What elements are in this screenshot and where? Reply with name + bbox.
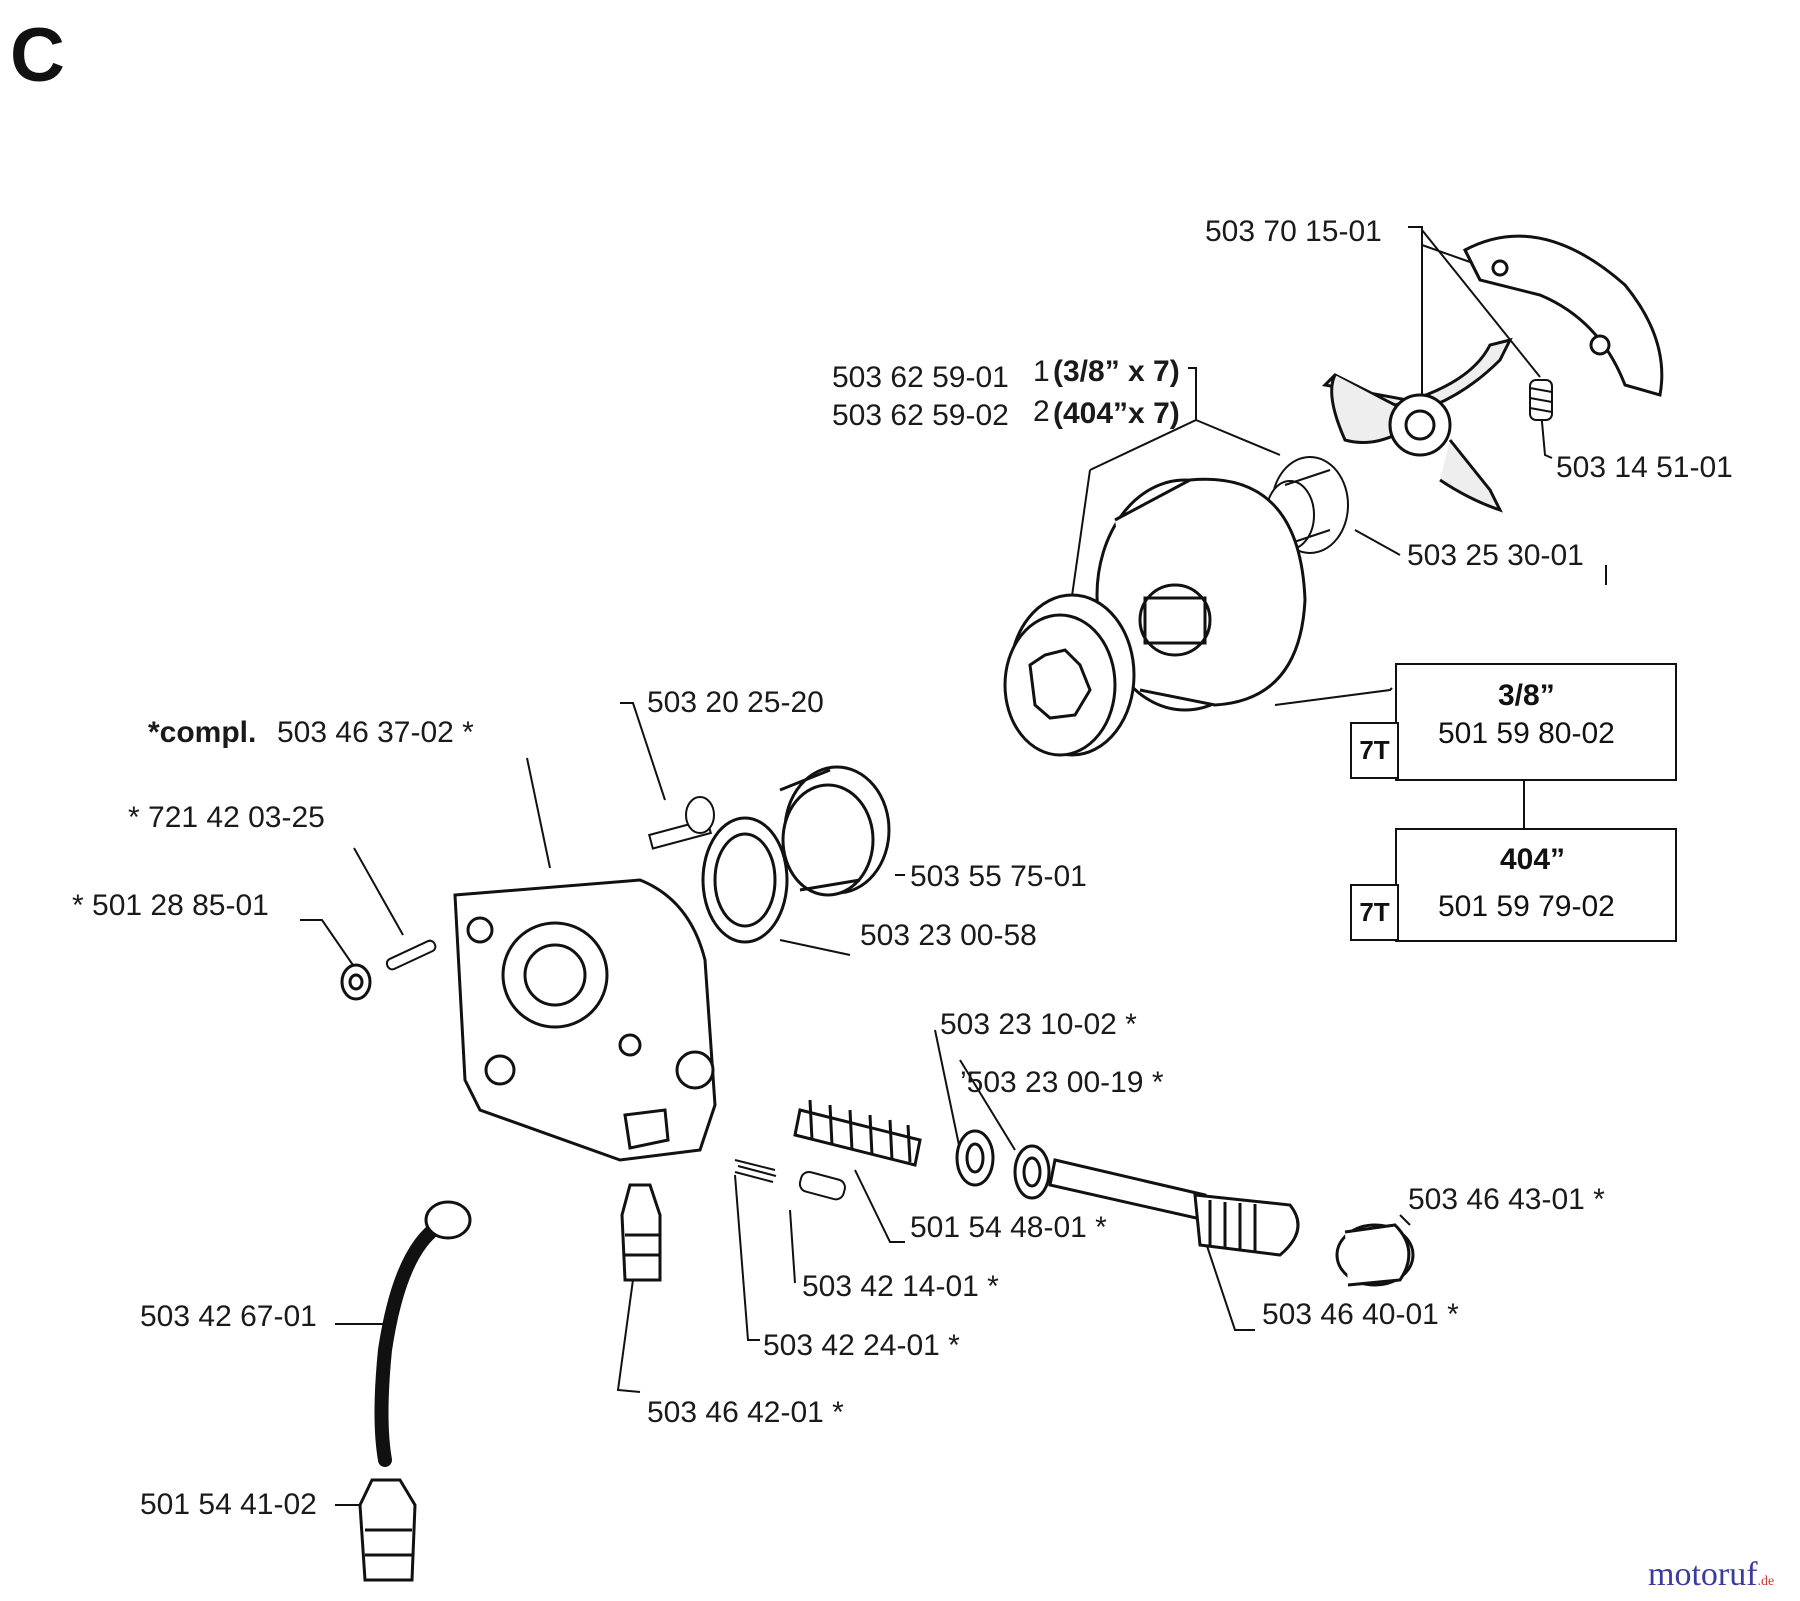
label-washer-23-00-19: ’503 23 00-19 *	[960, 1066, 1164, 1099]
leader-washer-23-10	[934, 1029, 961, 1151]
sprocket-table-404	[1395, 828, 1677, 942]
label-end-cap: 503 46 43-01 *	[1408, 1183, 1605, 1216]
label-compl-number: 503 46 37-02 *	[277, 716, 474, 749]
oil-filter-part	[358, 1478, 417, 1582]
sprocket-teeth-3-8: 7T	[1350, 722, 1399, 779]
leader-pin	[353, 847, 404, 936]
washer-23-00-19-part	[1013, 1144, 1051, 1200]
washer-23-10-part	[955, 1129, 995, 1187]
label-needle-bearing: 503 25 30-01	[1407, 539, 1584, 572]
label-drum-3-8: 503 62 59-01	[832, 361, 1009, 394]
label-small-washer: * 501 28 85-01	[72, 889, 269, 922]
label-drum-404-index: 2	[1033, 395, 1050, 428]
pin-part	[385, 939, 437, 971]
screw-part	[647, 796, 715, 850]
leader-cap	[1399, 1214, 1411, 1226]
hose-grommet-part	[424, 1200, 472, 1240]
sprocket-pitch-3-8: 3/8”	[1498, 679, 1555, 712]
pump-housing-part	[453, 878, 717, 1162]
label-pump-shaft: 503 46 40-01 *	[1262, 1298, 1459, 1331]
label-drum-404: 503 62 59-02	[832, 399, 1009, 432]
leader-rim	[1274, 687, 1393, 706]
label-drum-3-8-index: 1	[1033, 355, 1050, 388]
oil-hose-part	[374, 1218, 447, 1467]
worm-gear-part	[779, 765, 891, 897]
label-washer-23-10: 503 23 10-02 *	[940, 1008, 1137, 1041]
label-compl-prefix: *compl.	[148, 716, 257, 749]
coil-spring-part	[793, 1099, 922, 1167]
label-clutch-spring: 503 14 51-01	[1556, 451, 1733, 484]
clutch-shoe-part	[1321, 234, 1664, 513]
leader-screw	[620, 702, 666, 801]
label-coil-spring: 501 54 48-01 *	[910, 1211, 1107, 1244]
end-cap-part	[1335, 1223, 1415, 1287]
label-small-spring: 503 42 24-01 *	[763, 1329, 960, 1362]
sprocket-pitch-404: 404”	[1500, 843, 1566, 876]
leader-spring-54	[854, 1169, 905, 1243]
sprocket-part-3-8: 501 59 80-02	[1438, 717, 1615, 750]
sprocket-part-404: 501 59 79-02	[1438, 890, 1615, 923]
label-thrust-washer: 503 23 00-58	[860, 919, 1037, 952]
leader-shoe	[1408, 226, 1541, 395]
leader-bearing	[1354, 529, 1401, 556]
nipple-part	[620, 1183, 662, 1282]
leader-compl	[526, 757, 551, 869]
label-screw: 503 20 25-20	[647, 686, 824, 719]
rim-sprocket-part	[1003, 593, 1136, 757]
sprocket-teeth-404: 7T	[1350, 884, 1399, 941]
label-worm-gear: 503 55 75-01	[910, 860, 1087, 893]
label-oil-filter: 501 54 41-02	[140, 1488, 317, 1521]
small-washer-part	[340, 963, 372, 1001]
leader-shaft	[1204, 1239, 1255, 1331]
label-nipple: 503 46 42-01 *	[647, 1396, 844, 1429]
thrust-washer-part	[701, 816, 789, 944]
pump-shaft-part	[1048, 1158, 1300, 1257]
section-letter: C	[10, 13, 65, 98]
leader-washer-23-00-19	[959, 1059, 1016, 1151]
leader-washer-58	[779, 939, 851, 956]
clutch-drum-part	[1095, 477, 1307, 712]
watermark-logo: motoruf.de	[1648, 1556, 1775, 1593]
label-piston: 503 42 14-01 *	[802, 1270, 999, 1303]
sprocket-table-3-8	[1395, 663, 1677, 781]
piston-part	[798, 1170, 846, 1201]
clutch-spring-part	[1529, 379, 1553, 421]
label-clutch-shoe: 503 70 15-01	[1205, 215, 1382, 248]
label-pin: * 721 42 03-25	[128, 801, 325, 834]
leader-spring-42-24	[734, 1174, 760, 1341]
leader-piston	[789, 1209, 796, 1284]
label-oil-hose: 503 42 67-01	[140, 1300, 317, 1333]
leader-washer-28	[300, 919, 356, 969]
leader-nipple	[616, 1264, 641, 1393]
label-drum-404-spec: (404”x 7)	[1053, 397, 1180, 430]
label-drum-3-8-spec: (3/8” x 7)	[1053, 355, 1180, 388]
small-spring-part	[734, 1159, 777, 1183]
